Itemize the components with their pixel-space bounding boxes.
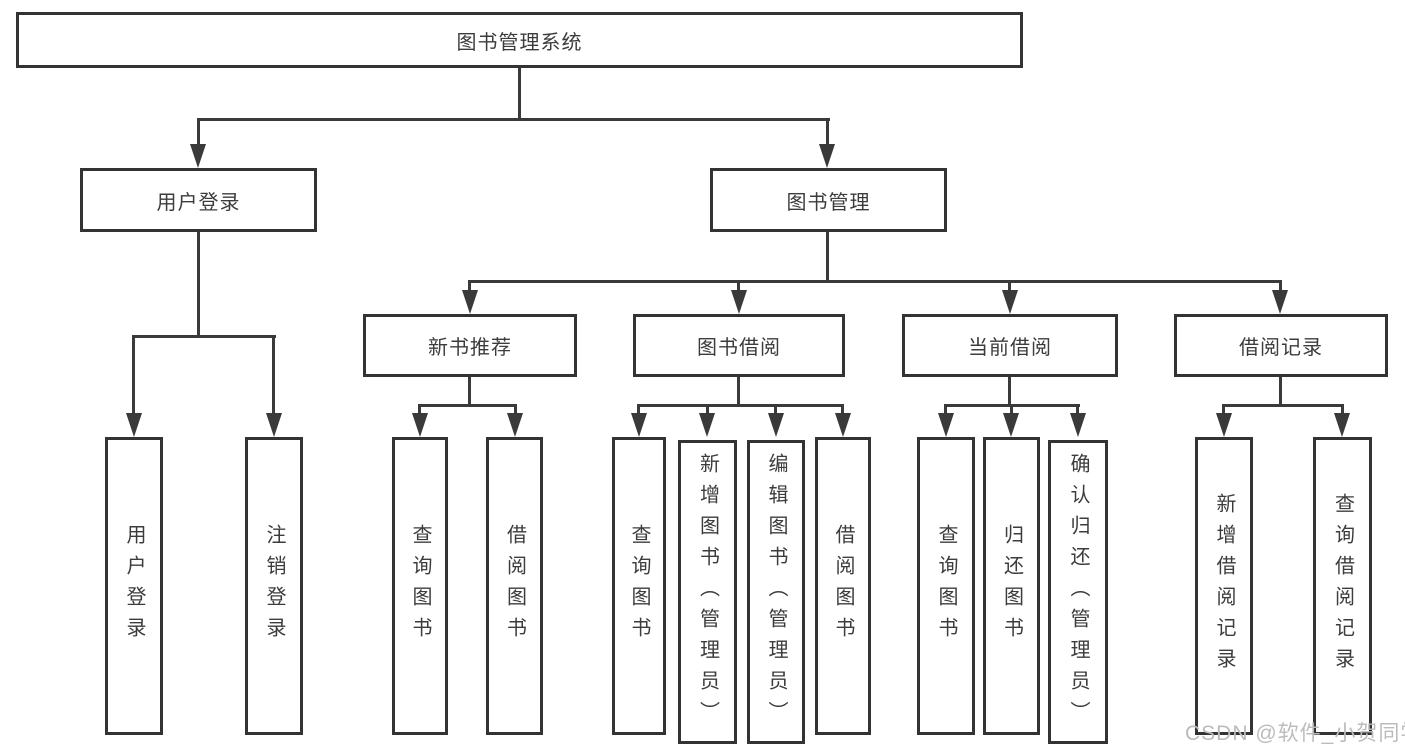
arrow-down-icon: [835, 413, 851, 437]
connector-drop-book-borrow: [737, 280, 740, 292]
leaf-query-borrow-record: 查询借阅记录: [1313, 437, 1372, 735]
arrow-down-icon: [731, 290, 747, 314]
connector-drop-borrow-record: [1279, 280, 1282, 292]
csdn-watermark: CSDN @软件_小贺同学: [1185, 722, 1405, 745]
arrow-down-icon: [1272, 290, 1288, 314]
node-user-login: 用户登录: [80, 168, 317, 232]
node-book-borrowing: 图书借阅: [633, 314, 845, 377]
connector-root-stem: [518, 66, 521, 118]
connector-groupB-stem: [737, 376, 740, 407]
connector-root-rail: [197, 118, 830, 121]
node-new-book-recommend: 新书推荐: [363, 314, 577, 377]
connector-groupA-rail: [418, 404, 517, 407]
arrow-down-icon: [507, 413, 523, 437]
connector-userlogin-stem: [197, 231, 200, 335]
leaf-logout: 注销登录: [245, 437, 303, 735]
connector-drop: [1222, 404, 1225, 416]
leaf-return-books: 归还图书: [983, 437, 1040, 735]
connector-bookmgmt-rail: [468, 280, 1282, 283]
connector-drop: [706, 404, 709, 416]
node-current-borrowing: 当前借阅: [902, 314, 1118, 377]
connector-drop: [418, 404, 421, 416]
arrow-down-icon: [126, 413, 142, 437]
leaf-confirm-return-admin: 确认归还（管理员）: [1048, 440, 1108, 744]
arrow-down-icon: [938, 413, 954, 437]
connector-drop: [637, 404, 640, 416]
node-borrowing-records: 借阅记录: [1174, 314, 1388, 377]
connector-drop: [774, 404, 777, 416]
leaf-user-login: 用户登录: [105, 437, 163, 735]
connector-drop-leaf-login: [132, 335, 135, 415]
connector-drop-current-borrow: [1008, 280, 1011, 292]
leaf-borrow-books-recommend: 借阅图书: [486, 437, 543, 735]
connector-drop-book-mgmt: [826, 118, 829, 146]
connector-drop-new-book: [468, 280, 471, 292]
connector-drop: [1010, 404, 1013, 416]
arrow-down-icon: [1070, 413, 1086, 437]
node-book-management: 图书管理: [710, 168, 947, 232]
leaf-add-borrow-record: 新增借阅记录: [1195, 437, 1253, 735]
arrow-down-icon: [699, 413, 715, 437]
arrow-down-icon: [768, 413, 784, 437]
leaf-query-books-borrowing: 查询图书: [612, 437, 666, 735]
leaf-query-books-current: 查询图书: [917, 437, 975, 735]
connector-userlogin-rail: [132, 335, 276, 338]
connector-groupB-rail: [637, 404, 844, 407]
node-root-library-system: 图书管理系统: [16, 12, 1023, 68]
arrow-down-icon: [190, 144, 206, 168]
leaf-query-books-recommend: 查询图书: [392, 437, 448, 735]
connector-groupD-rail: [1222, 404, 1344, 407]
connector-drop: [1076, 404, 1079, 416]
arrow-down-icon: [412, 413, 428, 437]
arrow-down-icon: [462, 290, 478, 314]
connector-groupC-stem: [1008, 376, 1011, 407]
arrow-down-icon: [1003, 413, 1019, 437]
connector-drop-leaf-logout: [272, 335, 275, 415]
connector-groupA-stem: [468, 376, 471, 407]
arrow-down-icon: [631, 413, 647, 437]
leaf-add-books-admin: 新增图书（管理员）: [678, 440, 737, 744]
arrow-down-icon: [819, 144, 835, 168]
leaf-borrow-books-borrowing: 借阅图书: [815, 437, 871, 735]
arrow-down-icon: [1216, 413, 1232, 437]
leaf-edit-books-admin: 编辑图书（管理员）: [747, 440, 805, 744]
connector-groupD-stem: [1279, 376, 1282, 407]
connector-drop: [944, 404, 947, 416]
connector-drop: [1341, 404, 1344, 416]
arrow-down-icon: [1334, 413, 1350, 437]
connector-drop: [514, 404, 517, 416]
connector-drop: [841, 404, 844, 416]
connector-drop-user-login: [197, 118, 200, 146]
arrow-down-icon: [266, 413, 282, 437]
connector-bookmgmt-stem: [826, 231, 829, 280]
arrow-down-icon: [1002, 290, 1018, 314]
